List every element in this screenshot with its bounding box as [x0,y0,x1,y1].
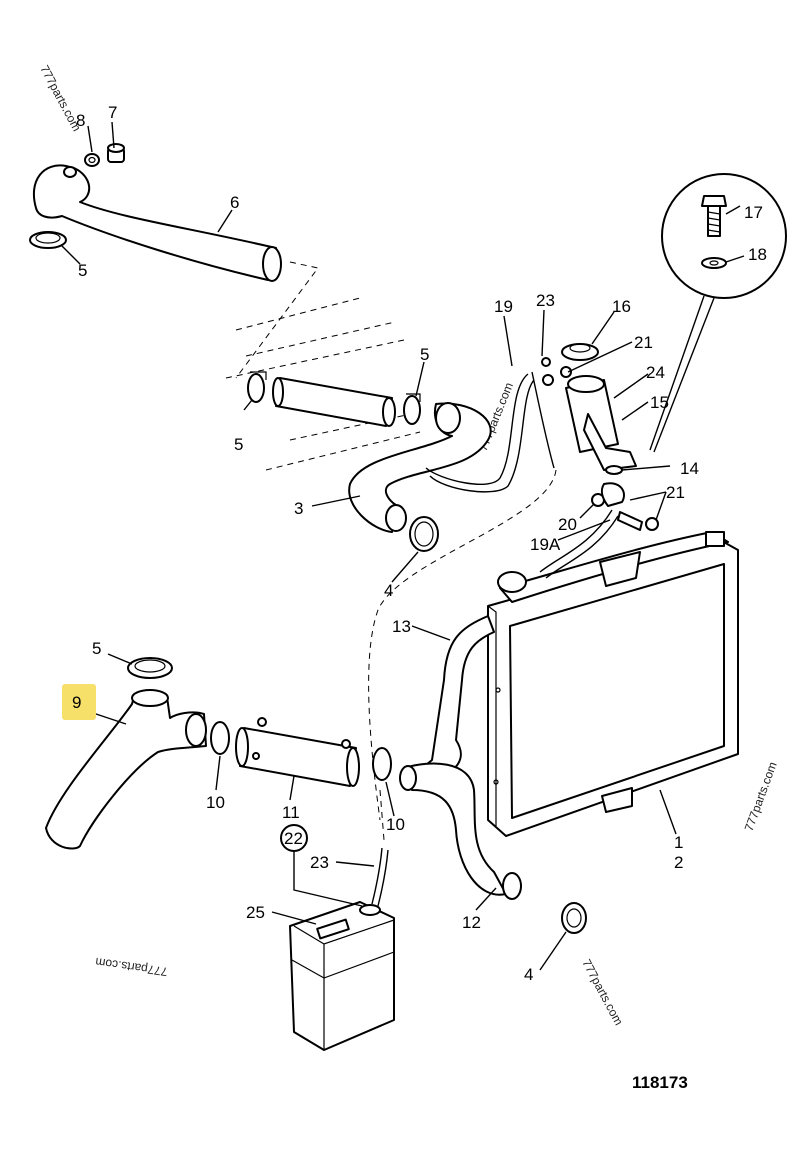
watermark-bottom-center: 777parts.com [579,957,625,1028]
callout-5-upper-left: 5 [234,435,243,454]
callout-17: 17 [744,203,763,222]
callout-18: 18 [748,245,767,264]
nut-part-8 [84,153,100,167]
callout-5-lower: 5 [92,639,101,658]
pipe-part-19 [425,371,555,493]
callout-4-lower: 4 [524,965,533,984]
highlight-label-9 [62,684,96,720]
callout-21-top: 21 [634,333,653,352]
watermark-right: 777parts.com [742,760,780,833]
clamp-part-10-left [210,721,230,755]
callout-14: 14 [680,459,699,478]
callout-10-right: 10 [386,815,405,834]
clamp-part-5-right [403,393,421,425]
callout-22: 22 [284,829,303,848]
screw-part-14 [605,465,623,475]
callout-ring-22 [280,824,308,852]
callout-3: 3 [294,499,303,518]
callout-24: 24 [646,363,665,382]
plug-part-7 [107,143,125,163]
callout-4-upper: 4 [384,581,393,600]
callout-25: 25 [246,903,265,922]
callout-11: 11 [282,803,300,822]
guide-lines [225,261,557,841]
callout-12: 12 [462,913,481,932]
watermark-bottom-left: 777parts.com [94,955,168,979]
hose-part-6 [33,164,282,282]
callout-23-top: 23 [536,291,555,310]
leader-lines [61,121,745,971]
expansion-tank-part-24 [565,375,619,453]
callout-2: 2 [674,853,683,872]
fittings-20-21 [591,482,659,531]
clamp-part-5-lower [127,657,173,679]
bracket-part-15 [583,413,637,471]
callout-21-mid: 21 [666,483,685,502]
small-clips-21-23 [541,357,572,386]
clamp-part-5-top [29,231,67,249]
callout-5-top: 5 [78,261,87,280]
pipe-part-13 [416,615,495,788]
callout-16: 16 [612,297,631,316]
figure-number: 118173 [632,1073,688,1092]
tube-part-23-lower [371,847,389,907]
clamp-part-4-lower [561,902,587,934]
callout-10-left: 10 [206,793,225,812]
inset-detail [649,173,787,453]
callout-7: 7 [108,103,117,122]
clamp-part-5-left [247,371,267,403]
washer-part-18 [701,257,727,269]
hose-part-3 [348,402,492,533]
clamp-part-10-right [372,747,392,781]
hose-part-9 [45,689,207,850]
callout-9: 9 [72,693,81,712]
callout-1: 1 [674,833,683,852]
callout-23-lower: 23 [310,853,329,872]
bolt-part-17 [701,195,727,237]
radiator-part-1-2 [487,531,739,837]
callout-labels: 7 8 6 5 5 5 3 4 19 23 16 21 24 15 17 18 … [72,103,767,984]
callout-19: 19 [494,297,513,316]
callout-6: 6 [230,193,239,212]
cap-part-16 [561,343,599,361]
callout-19A: 19A [530,535,561,554]
callout-13: 13 [392,617,411,636]
callout-15: 15 [650,393,669,412]
pipe-part-19A [497,509,619,593]
tube-upper-straight [272,377,396,427]
callout-8: 8 [76,111,85,130]
callout-5-upper-right: 5 [420,345,429,364]
callout-20: 20 [558,515,577,534]
hose-part-12 [399,762,522,900]
clamp-part-4-upper [409,516,439,552]
container-part-25 [289,901,395,1051]
pipe-part-11 [235,717,360,787]
